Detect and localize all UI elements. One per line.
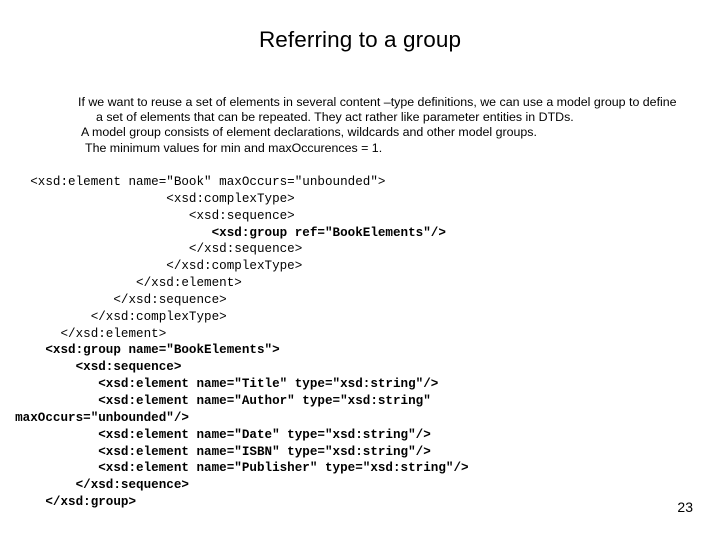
- code-line: <xsd:element name="Title" type="xsd:stri…: [0, 377, 439, 392]
- body-paragraph-2: A model group consists of element declar…: [81, 125, 537, 140]
- code-line: </xsd:element>: [0, 276, 242, 291]
- code-line: </xsd:sequence>: [0, 292, 227, 307]
- body-paragraph-1: If we want to reuse a set of elements in…: [78, 95, 677, 125]
- code-line: </xsd:sequence>: [0, 242, 303, 257]
- code-line: maxOccurs="unbounded"/>: [0, 410, 189, 425]
- code-line: <xsd:element name="Author" type="xsd:str…: [0, 393, 431, 408]
- code-line: </xsd:element>: [0, 326, 167, 341]
- code-line: <xsd:element name="Date" type="xsd:strin…: [0, 427, 431, 442]
- code-line: <xsd:element name="ISBN" type="xsd:strin…: [0, 444, 431, 459]
- code-line: <xsd:element name="Book" maxOccurs="unbo…: [0, 175, 386, 189]
- page-number: 23: [677, 499, 693, 515]
- code-line: <xsd:complexType>: [0, 191, 295, 206]
- code-line: <xsd:sequence>: [0, 208, 295, 223]
- code-line: </xsd:complexType>: [0, 259, 303, 274]
- code-line: </xsd:complexType>: [0, 309, 227, 324]
- body-text-block: If we want to reuse a set of elements in…: [78, 95, 682, 156]
- code-line: <xsd:group name="BookElements">: [0, 343, 280, 358]
- code-line: <xsd:element name="Publisher" type="xsd:…: [0, 461, 469, 476]
- code-line: </xsd:sequence>: [0, 478, 189, 493]
- code-line: </xsd:group>: [0, 495, 137, 510]
- body-paragraph-3: The minimum values for min and maxOccure…: [85, 140, 383, 155]
- code-line: <xsd:group ref="BookElements"/>: [0, 225, 446, 240]
- page-title: Referring to a group: [258, 27, 462, 52]
- code-line: <xsd:sequence>: [0, 360, 182, 375]
- xsd-code-block: <xsd:element name="Book" maxOccurs="unbo…: [0, 174, 720, 511]
